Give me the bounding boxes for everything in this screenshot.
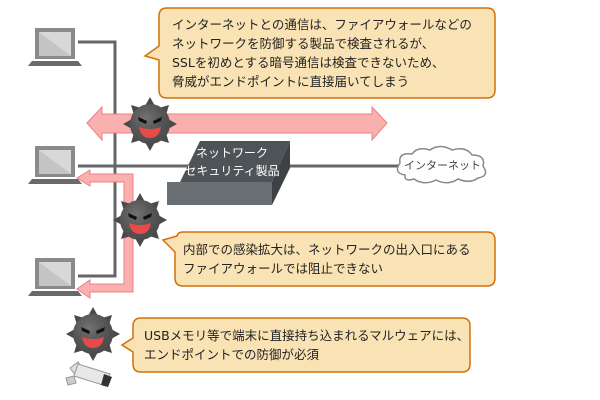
lateral-spread-arrow (76, 169, 134, 299)
device-label-line1: ネットワーク (195, 146, 268, 160)
callout-line: SSLを初めとする暗号通信は検査できないため、 (172, 55, 445, 70)
callout-line: インターネットとの通信は、ファイアウォールなどの (172, 17, 472, 32)
callout-line: エンドポイントでの防御が必須 (144, 347, 320, 362)
callout-usb: USBメモリ等で端末に直接持ち込まれるマルウェアには、 エンドポイントでの防御が… (144, 326, 469, 364)
callout-line: ファイアウォールでは阻止できない (183, 261, 384, 276)
callout-bubble (120, 317, 471, 373)
usb-memory-icon (65, 361, 112, 387)
device-label-line2: セキュリティ製品 (184, 164, 280, 178)
internet-label: インターネット (404, 159, 481, 172)
network-security-device (167, 141, 290, 205)
callout-lateral-spread: 内部での感染拡大は、ネットワークの出入口にある ファイアウォールでは阻止できない (183, 240, 471, 278)
callout-encrypted-traffic: インターネットとの通信は、ファイアウォールなどの ネットワークを防御する製品で検… (172, 15, 472, 91)
internet-cloud-icon (396, 145, 487, 184)
callout-line: 内部での感染拡大は、ネットワークの出入口にある (183, 242, 471, 257)
callout-bubble (143, 7, 496, 99)
callout-line: ネットワークを防御する製品で検査されるが、 (172, 36, 435, 51)
callout-line: USBメモリ等で端末に直接持ち込まれるマルウェアには、 (144, 328, 470, 343)
device-label: ネットワーク セキュリティ製品 (167, 144, 297, 180)
callout-line: 脅威がエンドポイントに直接届いてしまう (172, 74, 410, 89)
callout-bubble (161, 231, 496, 287)
